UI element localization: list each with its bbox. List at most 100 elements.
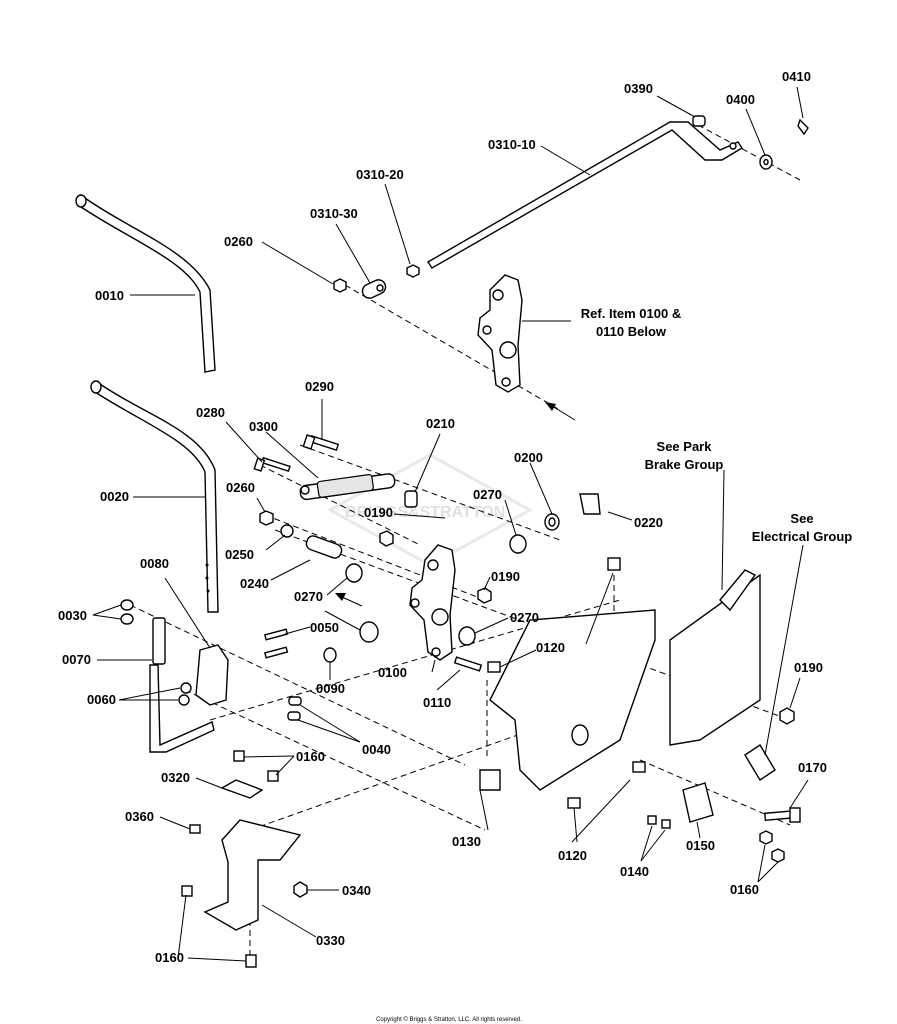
part-0310-10-rod bbox=[427, 121, 743, 269]
part-0160-bolts-right bbox=[759, 830, 785, 863]
part-0090-washer bbox=[323, 647, 337, 663]
label-0260-mid: 0260 bbox=[226, 480, 255, 495]
part-0110-bolt bbox=[453, 656, 483, 672]
part-0250-washer bbox=[280, 524, 294, 538]
part-0100-bracket bbox=[409, 544, 456, 661]
label-0340: 0340 bbox=[342, 883, 371, 898]
copyright-notice: Copyright © Briggs & Stratton, LLC. All … bbox=[376, 1016, 522, 1023]
label-0270-c: 0270 bbox=[510, 610, 539, 625]
label-0120-bottom: 0120 bbox=[558, 848, 587, 863]
label-0310-30: 0310-30 bbox=[310, 206, 358, 221]
label-0140: 0140 bbox=[620, 864, 649, 879]
label-0220: 0220 bbox=[634, 515, 663, 530]
part-0190-nut-b bbox=[477, 587, 492, 604]
part-0200-washer bbox=[544, 513, 560, 531]
note-ref-item-line1: Ref. Item 0100 & bbox=[581, 306, 681, 321]
label-0260-top: 0260 bbox=[224, 234, 253, 249]
label-0130: 0130 bbox=[452, 834, 481, 849]
label-0190-c: 0190 bbox=[794, 660, 823, 675]
part-labels: 0010 0020 0030 0040 0050 0060 0070 0080 … bbox=[58, 69, 827, 965]
label-0110: 0110 bbox=[423, 695, 451, 710]
label-0030: 0030 bbox=[58, 608, 87, 623]
note-electrical-line1: See bbox=[790, 511, 813, 526]
part-0080-bracket bbox=[195, 644, 229, 706]
part-0260-nut-mid bbox=[259, 510, 274, 526]
part-0310-30-link bbox=[361, 279, 387, 299]
part-0410-clip bbox=[797, 118, 809, 136]
label-0400: 0400 bbox=[726, 92, 755, 107]
label-0190-b: 0190 bbox=[491, 569, 520, 584]
label-0020: 0020 bbox=[100, 489, 129, 504]
label-0050: 0050 bbox=[310, 620, 339, 635]
label-0010: 0010 bbox=[95, 288, 124, 303]
part-ref-bracket-top bbox=[477, 274, 523, 393]
part-0390-pin bbox=[692, 115, 706, 127]
part-0270-bushing-a bbox=[509, 534, 527, 554]
note-park-brake-line1: See Park bbox=[657, 439, 713, 454]
part-0130-bracket bbox=[479, 609, 656, 791]
part-0270-bushing-d bbox=[458, 626, 476, 646]
part-0150-bracket bbox=[682, 782, 714, 823]
part-0260-nut-top bbox=[333, 278, 347, 293]
label-0120-top: 0120 bbox=[536, 640, 565, 655]
label-0160-right: 0160 bbox=[730, 882, 759, 897]
part-0270-bushing-b bbox=[345, 563, 363, 583]
label-0100: 0100 bbox=[378, 665, 407, 680]
label-0070: 0070 bbox=[62, 652, 91, 667]
label-0330: 0330 bbox=[316, 933, 345, 948]
part-0160-bolts-top bbox=[233, 750, 279, 782]
label-0270-b: 0270 bbox=[294, 589, 323, 604]
part-0190-nut-a bbox=[379, 530, 394, 547]
label-0250: 0250 bbox=[225, 547, 254, 562]
part-0220-clip bbox=[579, 493, 601, 515]
callout-notes: Ref. Item 0100 & 0110 Below See Park Bra… bbox=[581, 306, 852, 544]
arrow-direction-a bbox=[545, 402, 576, 421]
part-park-brake-plate bbox=[669, 569, 761, 746]
part-0170-bolt bbox=[764, 807, 801, 823]
label-0360: 0360 bbox=[125, 809, 154, 824]
label-0320: 0320 bbox=[161, 770, 190, 785]
part-0290-bolt bbox=[302, 434, 340, 452]
part-0190-nut-c bbox=[779, 707, 795, 725]
part-0270-bushing-c bbox=[359, 621, 379, 643]
note-ref-item-line2: 0110 Below bbox=[596, 324, 667, 339]
part-0320-plate bbox=[220, 779, 264, 799]
part-0310-20-nut bbox=[406, 264, 420, 278]
arrow-direction-b bbox=[335, 593, 363, 607]
label-0210: 0210 bbox=[426, 416, 455, 431]
part-0360-screw bbox=[189, 824, 201, 834]
label-0190-a: 0190 bbox=[364, 505, 393, 520]
part-0240-tube bbox=[305, 535, 343, 559]
label-0200: 0200 bbox=[514, 450, 543, 465]
label-0310-20: 0310-20 bbox=[356, 167, 404, 182]
part-0330-bracket bbox=[203, 819, 302, 931]
part-0280-bolt bbox=[253, 456, 291, 473]
part-0040-bolts bbox=[287, 696, 302, 721]
watermark-text: BRIGGS&STRATTON bbox=[345, 504, 505, 521]
part-0140-screws bbox=[647, 815, 671, 829]
leader-lines bbox=[92, 86, 809, 962]
label-0040: 0040 bbox=[362, 742, 391, 757]
part-0210-spacer bbox=[404, 490, 418, 508]
part-electrical-switch bbox=[744, 744, 776, 781]
label-0090: 0090 bbox=[316, 681, 345, 696]
part-0050-bolts bbox=[263, 628, 289, 659]
label-0160-top: 0160 bbox=[296, 749, 325, 764]
part-0010-handle-left bbox=[75, 194, 216, 373]
label-0390: 0390 bbox=[624, 81, 653, 96]
label-0410: 0410 bbox=[782, 69, 811, 84]
label-0280: 0280 bbox=[196, 405, 225, 420]
label-0080: 0080 bbox=[140, 556, 169, 571]
part-0340-nut bbox=[293, 881, 308, 898]
label-0300: 0300 bbox=[249, 419, 278, 434]
label-0240: 0240 bbox=[240, 576, 269, 591]
label-0150: 0150 bbox=[686, 838, 715, 853]
label-0290: 0290 bbox=[305, 379, 334, 394]
part-0030-nuts bbox=[120, 599, 134, 625]
part-0070-lever bbox=[149, 617, 215, 753]
note-park-brake-line2: Brake Group bbox=[645, 457, 724, 472]
label-0160-bottom: 0160 bbox=[155, 950, 184, 965]
part-0300-spring bbox=[299, 473, 396, 501]
watermark-logo: BRIGGS&STRATTON bbox=[326, 453, 534, 567]
label-0170: 0170 bbox=[798, 760, 827, 775]
